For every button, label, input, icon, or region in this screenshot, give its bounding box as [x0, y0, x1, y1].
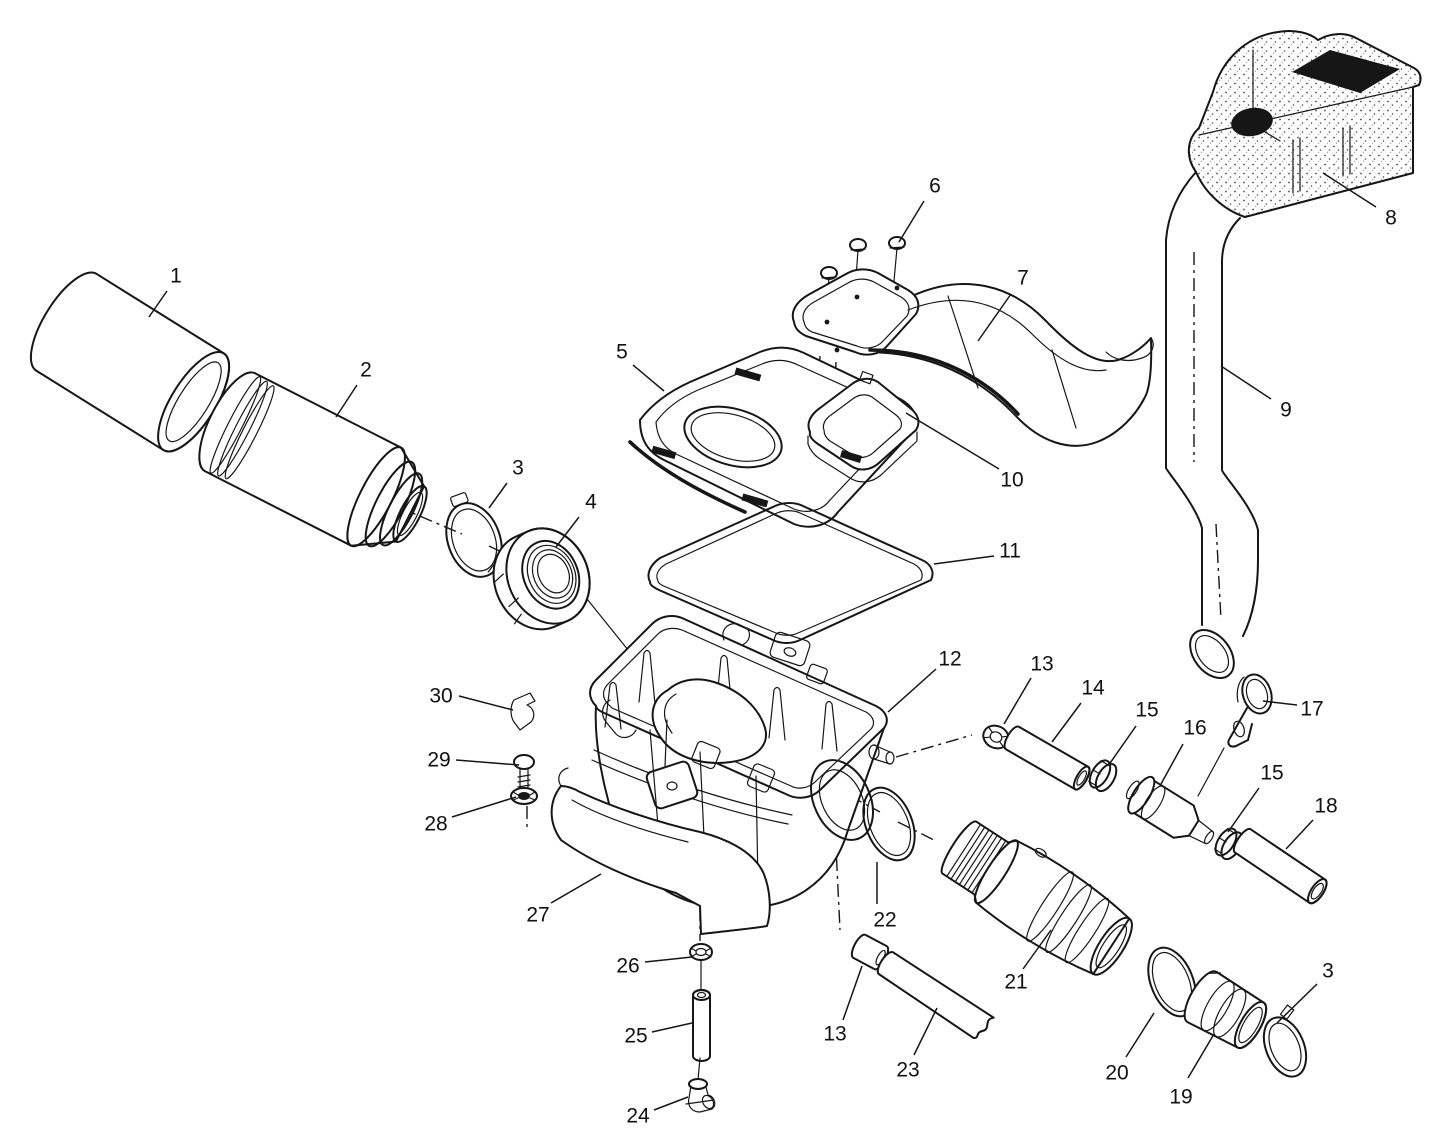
callout-leader-5: [632, 364, 665, 392]
part-3-clamp: [445, 492, 503, 578]
part-15-clamp-a: [1088, 759, 1118, 793]
callout-label-5: 5: [616, 341, 628, 364]
callout-label-10: 10: [1000, 469, 1023, 492]
part-19-coupling: [1183, 970, 1268, 1050]
part-2-filter-element: [198, 371, 428, 548]
callout-label-8: 8: [1385, 207, 1397, 230]
callout-leader-23: [913, 1007, 938, 1056]
callout-label-27: 27: [526, 904, 549, 927]
callout-leader-13: [1003, 677, 1032, 725]
callout-label-3: 3: [1322, 960, 1334, 983]
callout-leader-18: [1285, 819, 1314, 850]
callout-label-4: 4: [585, 491, 597, 514]
callout-leader-17: [1262, 700, 1298, 706]
callout-leader-7: [977, 293, 1012, 342]
callout-leader-3: [488, 482, 508, 509]
callout-leader-21: [1022, 929, 1052, 970]
part-21-carb-boot: [940, 820, 1133, 976]
callout-label-3: 3: [512, 457, 524, 480]
callout-label-7: 7: [1017, 267, 1029, 290]
callout-label-14: 14: [1081, 677, 1105, 700]
part-9-snorkel-tube: [1165, 171, 1259, 679]
callout-leader-24: [653, 1096, 689, 1111]
part-4-retainer-nut: [487, 527, 591, 631]
callout-label-23: 23: [896, 1059, 919, 1082]
part-25-drain-tube: [692, 989, 711, 1081]
part-14-vent-hose: [1003, 725, 1091, 791]
part-17-p-clamp: [1227, 673, 1273, 748]
callout-label-15: 15: [1260, 762, 1283, 785]
part-11-gasket: [647, 502, 934, 644]
callout-leader-20: [1125, 1012, 1155, 1058]
callout-label-26: 26: [616, 955, 639, 978]
part-1-outer-cylinder: [29, 271, 231, 453]
part-7-intake-duct: [791, 268, 1154, 447]
part-30-clip: [510, 692, 536, 731]
part-3-clamp-b: [1262, 1004, 1308, 1078]
part-28-washer: [510, 787, 538, 805]
callout-label-28: 28: [424, 813, 447, 836]
callout-label-22: 22: [873, 909, 896, 932]
callout-leader-4: [555, 516, 580, 548]
callout-leader-1: [148, 290, 168, 318]
callout-label-21: 21: [1004, 971, 1027, 994]
callout-leader-2: [335, 384, 358, 418]
callout-leader-30: [458, 695, 514, 711]
callout-leader-28: [451, 796, 517, 818]
callout-label-24: 24: [626, 1105, 650, 1128]
callout-leader-29: [455, 759, 520, 766]
callout-label-15: 15: [1135, 699, 1158, 722]
callout-leader-12: [887, 668, 937, 713]
callout-label-30: 30: [429, 685, 452, 708]
callout-label-29: 29: [427, 749, 450, 772]
callout-label-9: 9: [1280, 399, 1292, 422]
callout-leader-16: [1160, 743, 1184, 785]
callout-label-25: 25: [624, 1025, 647, 1048]
part-22-o-ring: [862, 786, 916, 862]
callout-leader-6: [898, 200, 925, 243]
part-23-drain-hose: [876, 951, 995, 1039]
callout-label-2: 2: [360, 359, 372, 382]
part-27-splash-shield: [550, 767, 771, 935]
callout-leader-19: [1187, 1033, 1215, 1079]
callout-leader-14: [1051, 702, 1082, 743]
callout-label-19: 19: [1169, 1086, 1192, 1109]
part-26-nut: [689, 943, 713, 993]
part-18-vent-hose: [1232, 827, 1328, 905]
callout-label-12: 12: [938, 648, 961, 671]
callout-leader-9: [1220, 365, 1272, 400]
callout-label-13: 13: [823, 1023, 846, 1046]
callout-leader-8: [1322, 172, 1377, 208]
part-13-fitting-nut: [982, 724, 1010, 750]
callout-label-6: 6: [929, 175, 941, 198]
callout-leader-26: [644, 956, 693, 963]
callout-label-16: 16: [1183, 717, 1206, 740]
part-29-screw: [513, 754, 535, 791]
callout-label-18: 18: [1314, 795, 1337, 818]
callout-label-17: 17: [1300, 698, 1323, 721]
callout-label-13: 13: [1030, 653, 1053, 676]
callout-leader-15: [1107, 725, 1137, 767]
callout-leader-27: [550, 873, 602, 904]
callout-label-1: 1: [170, 265, 182, 288]
part-10-frame-plate: [807, 370, 920, 483]
part-8-foam-block: [1187, 30, 1422, 218]
callout-leader-10: [905, 412, 1000, 470]
part-24-drain-fitting: [685, 1078, 716, 1113]
callout-leader-3: [1276, 983, 1318, 1024]
callout-leader-11: [933, 555, 995, 565]
callout-leader-13: [842, 965, 863, 1021]
callout-leader-25: [651, 1022, 693, 1033]
part-16-check-valve: [1125, 775, 1215, 845]
callout-leader-15: [1227, 787, 1260, 833]
callout-label-20: 20: [1105, 1062, 1128, 1085]
callout-label-11: 11: [999, 540, 1021, 563]
